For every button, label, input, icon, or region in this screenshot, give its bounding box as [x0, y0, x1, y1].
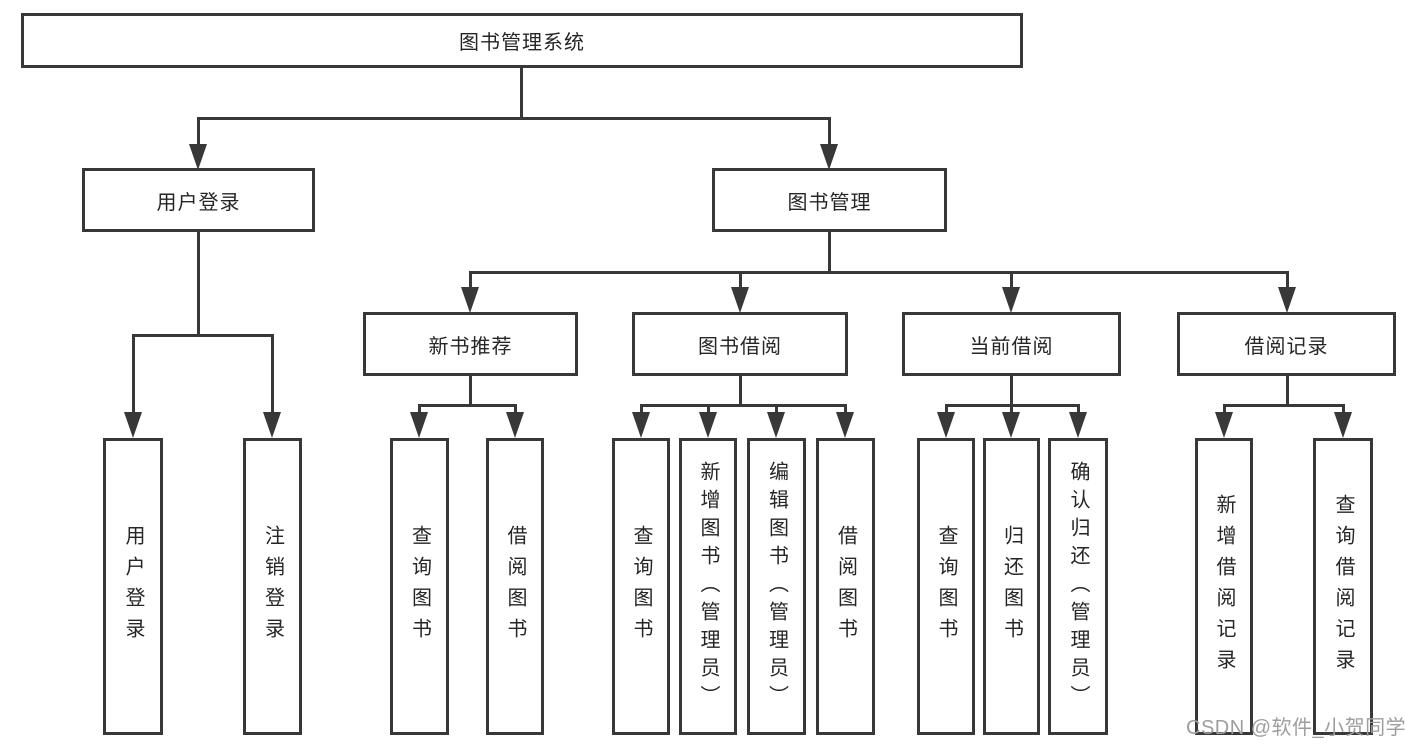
node-borrow-record: 借阅记录 [1177, 312, 1396, 376]
connector-drop-new-book [469, 271, 472, 291]
leaf-cb-return-book-label: 归还图书 [1000, 524, 1023, 649]
leaf-cb-return-book: 归还图书 [983, 438, 1040, 735]
connector-book-borrow-hline [640, 404, 847, 407]
node-root: 图书管理系统 [21, 13, 1023, 68]
leaf-bb-edit-book-admin-label: 编辑图书（管理员） [765, 460, 788, 713]
arrowhead-leaf-login [124, 412, 142, 438]
arrowhead-book-borrow [731, 287, 749, 313]
node-user-login-label: 用户登录 [156, 191, 241, 214]
node-book-borrow: 图书借阅 [632, 312, 848, 376]
leaf-bb-borrow-book: 借阅图书 [816, 438, 875, 735]
node-user-login: 用户登录 [82, 168, 315, 232]
arrowhead-nb-borrow [506, 412, 524, 438]
arrowhead-user-login [189, 144, 207, 170]
node-borrow-record-label: 借阅记录 [1244, 335, 1329, 358]
leaf-nb-query-book: 查询图书 [390, 438, 449, 735]
connector-book-manage-hline [469, 271, 1289, 274]
node-book-manage: 图书管理 [712, 168, 947, 232]
leaf-bb-edit-book-admin: 编辑图书（管理员） [747, 438, 806, 735]
arrowhead-br-add [1215, 412, 1233, 438]
connector-drop-book-manage [828, 117, 831, 147]
connector-drop-cb-return [1010, 404, 1013, 416]
leaf-br-query-record-label: 查询借阅记录 [1332, 493, 1354, 680]
leaf-cb-confirm-return-admin: 确认归还（管理员） [1048, 438, 1108, 735]
leaf-nb-borrow-book: 借阅图书 [486, 438, 544, 735]
connector-drop-br-add [1223, 404, 1226, 416]
leaf-bb-query-book-label: 查询图书 [630, 524, 652, 649]
connector-drop-br-query [1342, 404, 1345, 416]
leaf-user-login-label: 用户登录 [122, 524, 144, 649]
arrowhead-borrow-record [1278, 287, 1296, 313]
arrowhead-cb-confirm [1069, 412, 1087, 438]
leaf-bb-add-book-admin: 新增图书（管理员） [679, 438, 737, 735]
arrowhead-bb-add [699, 412, 717, 438]
connector-drop-bb-add [707, 404, 710, 416]
connector-drop-book-borrow [739, 271, 742, 291]
node-book-manage-label: 图书管理 [787, 191, 872, 214]
connector-drop-bb-query [640, 404, 643, 416]
connector-drop-user-login [197, 117, 200, 147]
connector-book-borrow-stub [739, 376, 742, 406]
arrowhead-bb-query [632, 412, 650, 438]
node-new-book-recommend-label: 新书推荐 [428, 335, 513, 358]
leaf-nb-borrow-book-label: 借阅图书 [504, 524, 526, 649]
connector-new-book-stub [469, 376, 472, 406]
leaf-cb-query-book: 查询图书 [917, 438, 975, 735]
connector-user-login-stub [197, 232, 200, 337]
connector-drop-nb-query [418, 404, 421, 416]
connector-borrow-record-hline [1223, 404, 1345, 407]
node-book-borrow-label: 图书借阅 [698, 335, 782, 358]
arrowhead-leaf-logout [263, 412, 281, 438]
connector-root-hline [197, 117, 831, 120]
connector-book-manage-stub [828, 232, 831, 274]
connector-user-login-hline [132, 334, 274, 337]
connector-drop-cb-confirm [1077, 404, 1080, 416]
leaf-br-query-record: 查询借阅记录 [1313, 438, 1373, 735]
leaf-bb-query-book: 查询图书 [612, 438, 670, 735]
arrowhead-bb-edit [767, 412, 785, 438]
arrowhead-book-manage [820, 144, 838, 170]
leaf-nb-query-book-label: 查询图书 [408, 524, 431, 649]
node-new-book-recommend: 新书推荐 [363, 312, 578, 376]
leaf-br-add-record-label: 新增借阅记录 [1213, 493, 1235, 680]
arrowhead-bb-borrow [836, 412, 854, 438]
connector-root-stub [520, 68, 523, 119]
connector-drop-cb-query [945, 404, 948, 416]
leaf-br-add-record: 新增借阅记录 [1195, 438, 1253, 735]
connector-borrow-record-stub [1286, 376, 1289, 406]
connector-drop-borrow-record [1286, 271, 1289, 291]
arrowhead-nb-query [410, 412, 428, 438]
arrowhead-cb-query [937, 412, 955, 438]
connector-drop-leaf-logout [271, 334, 274, 414]
leaf-cb-query-book-label: 查询图书 [935, 524, 957, 649]
arrowhead-new-book [461, 287, 479, 313]
leaf-logout-login-label: 注销登录 [261, 524, 284, 649]
arrowhead-br-query [1334, 412, 1352, 438]
leaf-bb-add-book-admin-label: 新增图书（管理员） [697, 460, 719, 713]
connector-new-book-hline [418, 404, 517, 407]
node-current-borrow-label: 当前借阅 [969, 335, 1054, 358]
connector-drop-leaf-login [132, 334, 135, 414]
arrowhead-cb-return [1002, 412, 1020, 438]
node-root-label: 图书管理系统 [459, 32, 585, 54]
csdn-watermark: CSDN @软件_小贺同学 [1186, 717, 1405, 739]
leaf-user-login: 用户登录 [103, 438, 163, 735]
connector-current-borrow-stub [1010, 376, 1013, 406]
leaf-cb-confirm-return-admin-label: 确认归还（管理员） [1067, 460, 1089, 713]
leaf-bb-borrow-book-label: 借阅图书 [834, 524, 857, 649]
connector-drop-current-borrow [1010, 271, 1013, 291]
connector-drop-bb-borrow [844, 404, 847, 416]
leaf-logout-login: 注销登录 [243, 438, 302, 735]
node-current-borrow: 当前借阅 [902, 312, 1121, 376]
connector-drop-bb-edit [775, 404, 778, 416]
arrowhead-current-borrow [1002, 287, 1020, 313]
connector-drop-nb-borrow [514, 404, 517, 416]
